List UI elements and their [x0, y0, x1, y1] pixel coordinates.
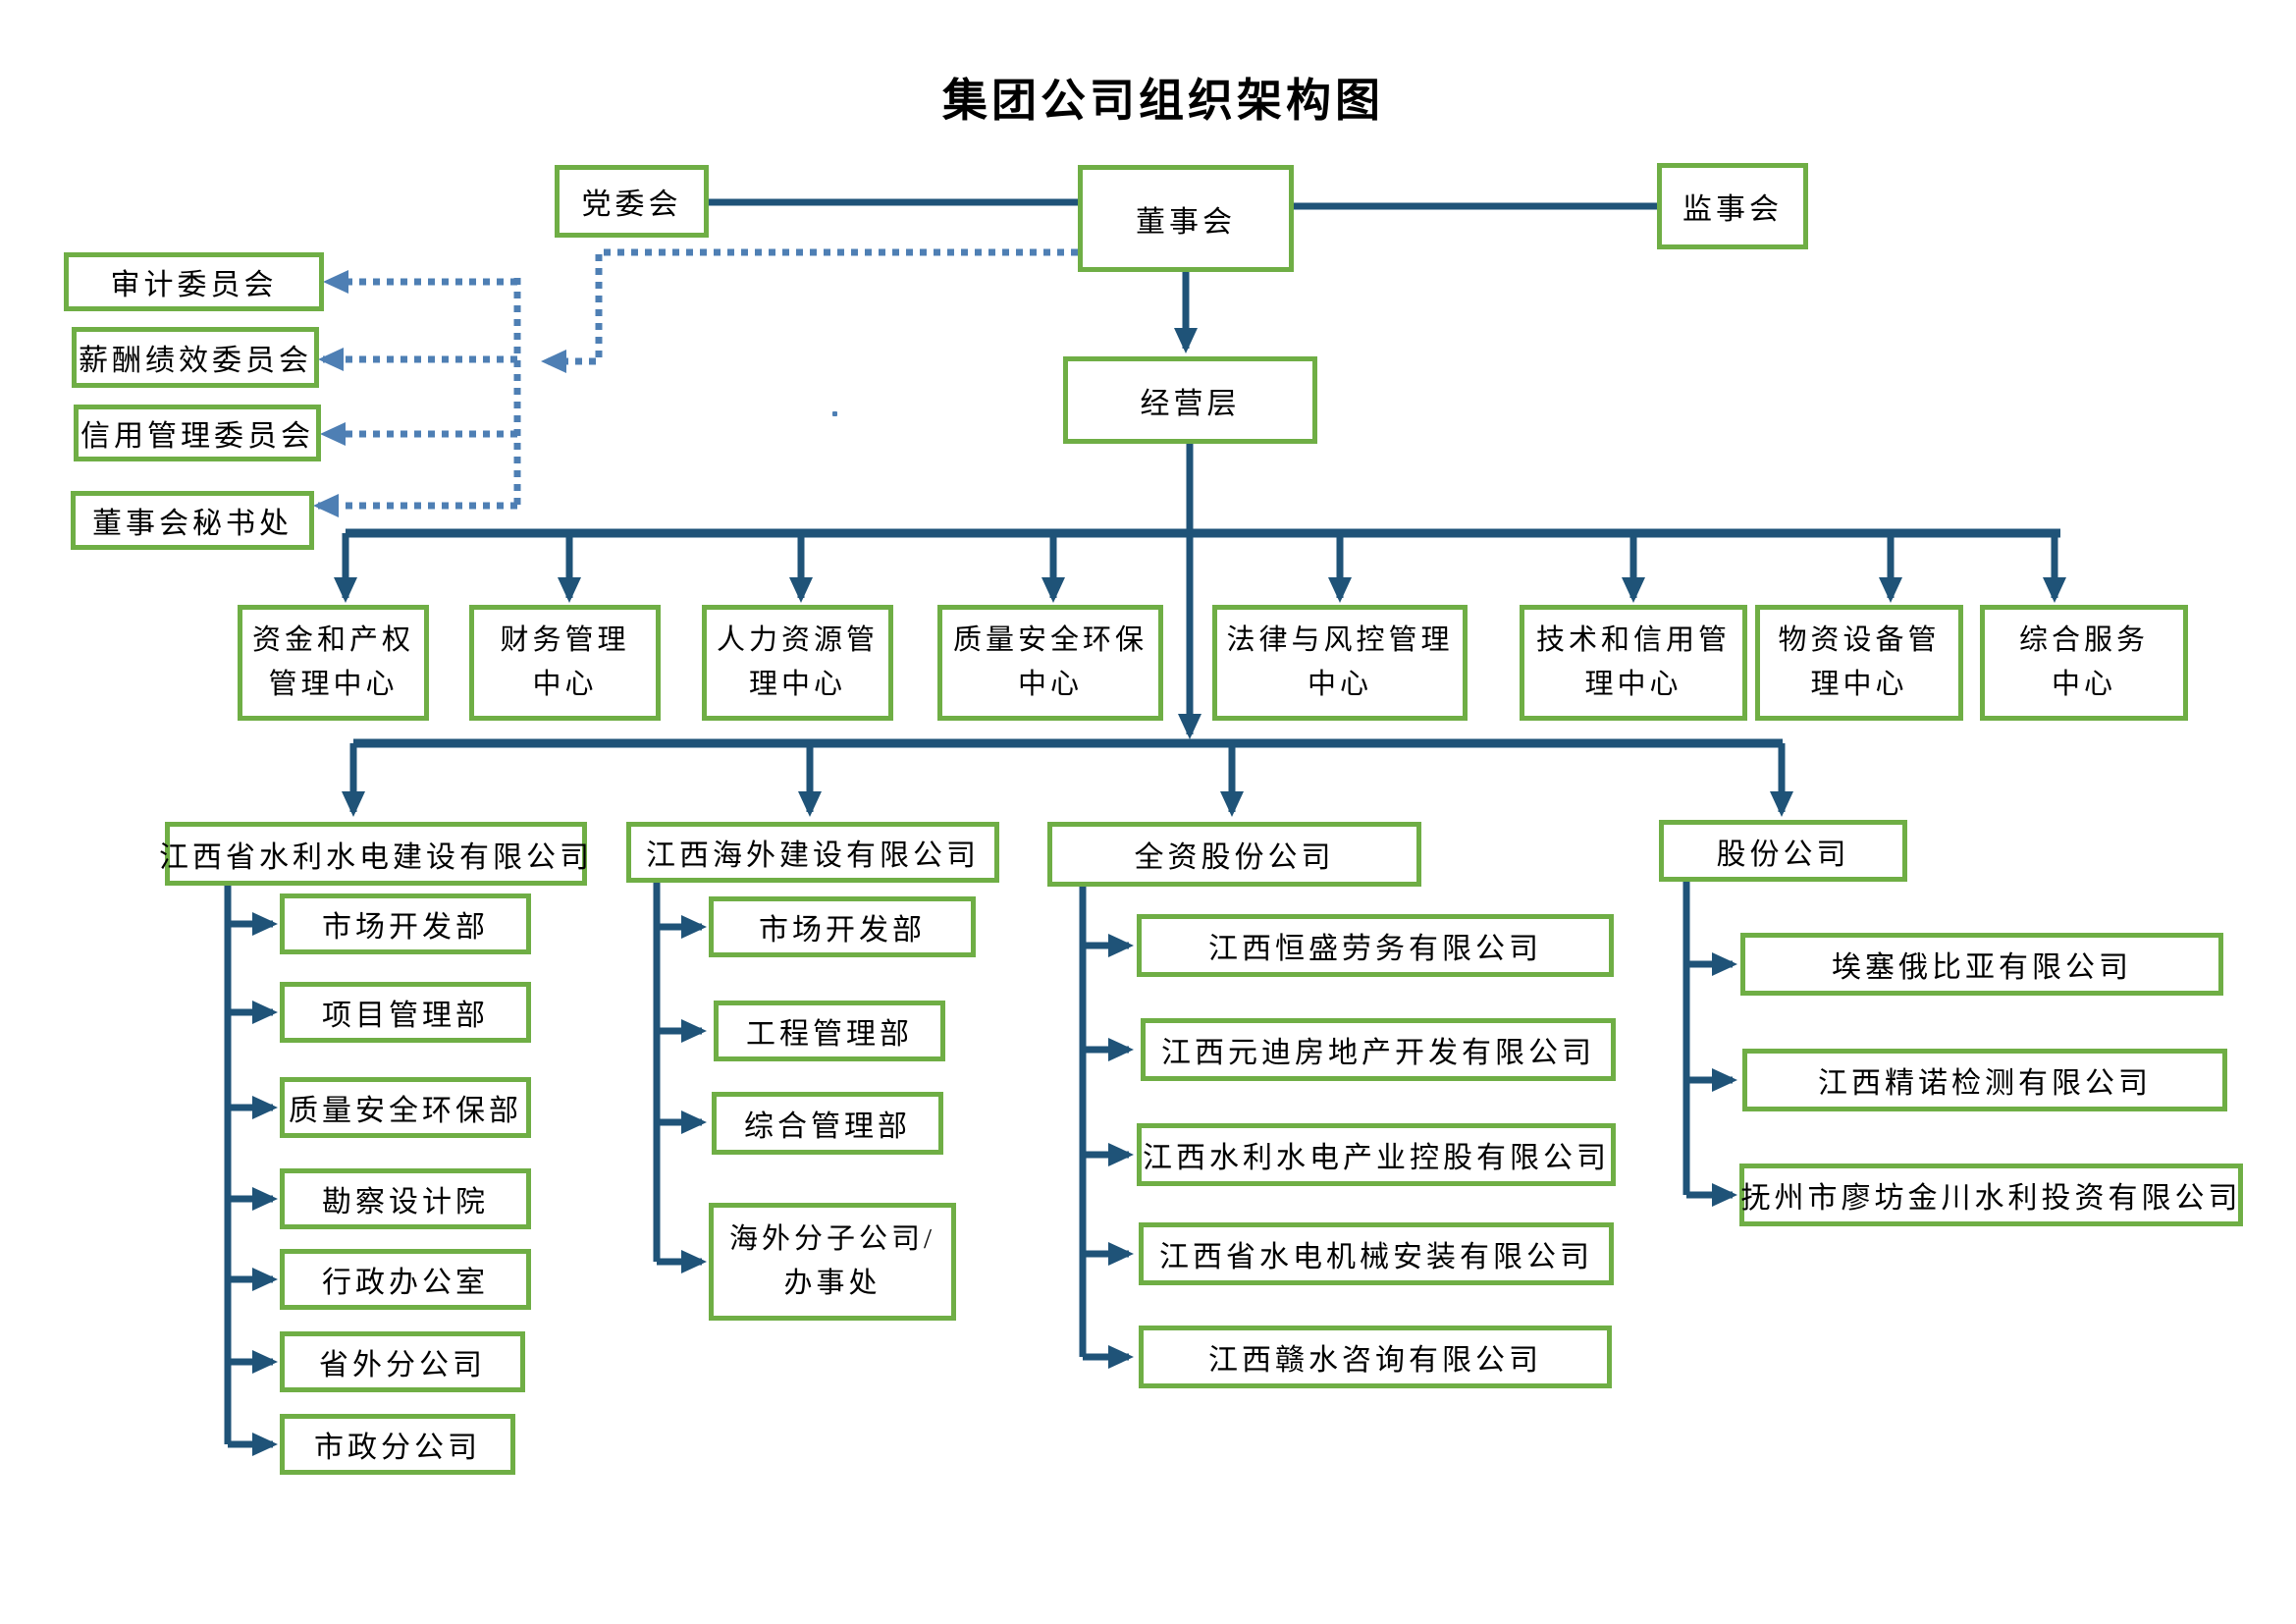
- node-center-funds-property: 资金和产权 管理中心: [238, 605, 429, 721]
- node-label: 质量安全环保部: [289, 1095, 522, 1127]
- node-label: 中心: [532, 669, 598, 700]
- node-label: 江西精诺检测有限公司: [1818, 1067, 2152, 1100]
- node-party-committee: 党委会: [555, 165, 709, 238]
- node-center-tech-credit: 技术和信用管 理中心: [1520, 605, 1747, 721]
- node-label: 审计委员会: [110, 269, 278, 301]
- node-label: 资金和产权: [251, 624, 414, 657]
- node-label: 勘察设计院: [322, 1186, 489, 1218]
- node-label: 办事处: [783, 1268, 881, 1299]
- node-label: 党委会: [581, 189, 682, 221]
- node-g2-overseas-offices: 海外分子公司/ 办事处: [709, 1203, 956, 1321]
- node-label: 薪酬绩效委员会: [79, 345, 312, 377]
- node-label: 江西元迪房地产开发有限公司: [1161, 1037, 1595, 1069]
- node-g2-engineering-mgmt: 工程管理部: [714, 1001, 945, 1061]
- node-center-finance: 财务管理 中心: [469, 605, 661, 721]
- node-label: 综合管理部: [744, 1110, 911, 1143]
- node-label: 综合服务: [2018, 624, 2149, 657]
- node-label: 理中心: [1584, 669, 1682, 700]
- node-center-hr: 人力资源管 理中心: [702, 605, 893, 721]
- page-title: 集团公司组织架构图: [942, 76, 1384, 126]
- node-label: 江西省水利水电建设有限公司: [159, 840, 593, 874]
- node-label: 经营层: [1140, 387, 1241, 420]
- node-label: 中心: [2051, 669, 2116, 700]
- node-g3-machinery-installation: 江西省水电机械安装有限公司: [1139, 1222, 1614, 1285]
- node-label: 质量安全环保: [952, 624, 1148, 657]
- node-label: 人力资源管: [716, 624, 879, 657]
- node-g1-market-dev: 市场开发部: [280, 893, 531, 954]
- node-label: 中心: [1017, 669, 1083, 700]
- node-g1-municipal-branch: 市政分公司: [280, 1414, 515, 1475]
- node-label: 海外分子公司/: [728, 1223, 936, 1256]
- node-label: 理中心: [748, 669, 846, 700]
- node-label: 技术和信用管: [1535, 624, 1731, 657]
- node-label: 理中心: [1810, 669, 1908, 700]
- node-remuneration-committee: 薪酬绩效委员会: [72, 327, 319, 388]
- node-g3-industry-holding: 江西水利水电产业控股有限公司: [1137, 1123, 1616, 1186]
- node-g1-out-province-branch: 省外分公司: [280, 1331, 525, 1392]
- node-label: 股份公司: [1716, 838, 1850, 871]
- node-audit-committee: 审计委员会: [64, 252, 324, 311]
- node-label: 市政分公司: [314, 1432, 481, 1464]
- node-board-secretariat: 董事会秘书处: [71, 491, 314, 550]
- dotted-board-committees: [541, 248, 1078, 373]
- node-label: 市场开发部: [322, 911, 489, 944]
- node-label: 董事会: [1136, 205, 1236, 239]
- node-label: 江西赣水咨询有限公司: [1208, 1344, 1542, 1377]
- node-label: 江西海外建设有限公司: [646, 839, 980, 872]
- node-group-jx-water-construction: 江西省水利水电建设有限公司: [159, 822, 589, 886]
- node-g2-market-dev: 市场开发部: [709, 896, 976, 957]
- node-g1-survey-design: 勘察设计院: [280, 1168, 531, 1229]
- node-center-materials-equipment: 物资设备管 理中心: [1755, 605, 1963, 721]
- node-group-share-companies: 股份公司: [1659, 820, 1907, 882]
- node-center-legal-risk: 法律与风控管理 中心: [1212, 605, 1468, 721]
- node-label: 江西水利水电产业控股有限公司: [1143, 1142, 1610, 1174]
- node-label: 物资设备管: [1778, 624, 1941, 657]
- node-group-wholly-owned: 全资股份公司: [1047, 822, 1421, 887]
- node-g4-jingnuo-testing: 江西精诺检测有限公司: [1742, 1049, 2227, 1111]
- node-label: 全资股份公司: [1134, 841, 1335, 874]
- node-label: 埃塞俄比亚有限公司: [1832, 951, 2132, 984]
- node-g3-hengsheng-labor: 江西恒盛劳务有限公司: [1137, 914, 1614, 977]
- node-label: 管理中心: [268, 669, 399, 700]
- node-g1-quality-safety: 质量安全环保部: [280, 1077, 531, 1138]
- node-label: 行政办公室: [322, 1267, 489, 1299]
- node-g3-ganshui-consulting: 江西赣水咨询有限公司: [1139, 1326, 1612, 1388]
- node-label: 监事会: [1682, 193, 1783, 226]
- node-label: 省外分公司: [319, 1349, 486, 1381]
- node-label: 法律与风控管理: [1226, 624, 1454, 657]
- node-management-level: 经营层: [1063, 356, 1317, 444]
- node-label: 董事会秘书处: [92, 508, 293, 540]
- node-board: 董事会: [1078, 165, 1294, 272]
- stray-mark: [832, 411, 837, 416]
- node-label: 信用管理委员会: [80, 420, 314, 453]
- node-credit-committee: 信用管理委员会: [74, 405, 321, 461]
- node-supervisory-board: 监事会: [1657, 163, 1808, 249]
- node-label: 财务管理: [500, 624, 630, 657]
- node-g3-yuandi-realestate: 江西元迪房地产开发有限公司: [1141, 1018, 1616, 1081]
- node-label: 江西恒盛劳务有限公司: [1208, 933, 1542, 965]
- node-g2-general-mgmt: 综合管理部: [712, 1092, 943, 1155]
- node-center-general-services: 综合服务 中心: [1980, 605, 2188, 721]
- node-g1-admin-office: 行政办公室: [280, 1249, 531, 1310]
- node-g4-ethiopia-company: 埃塞俄比亚有限公司: [1740, 933, 2223, 996]
- node-label: 市场开发部: [759, 914, 926, 947]
- node-label: 抚州市廖坊金川水利投资有限公司: [1740, 1182, 2242, 1215]
- node-center-quality-safety: 质量安全环保 中心: [937, 605, 1163, 721]
- node-label: 工程管理部: [746, 1018, 913, 1051]
- node-label: 中心: [1307, 669, 1372, 700]
- node-group-jx-overseas: 江西海外建设有限公司: [626, 822, 999, 883]
- node-g1-project-mgmt: 项目管理部: [280, 982, 531, 1043]
- node-g4-fuzhou-jinchuan-investment: 抚州市廖坊金川水利投资有限公司: [1739, 1164, 2243, 1226]
- node-label: 江西省水电机械安装有限公司: [1159, 1241, 1593, 1273]
- node-label: 项目管理部: [322, 1000, 489, 1032]
